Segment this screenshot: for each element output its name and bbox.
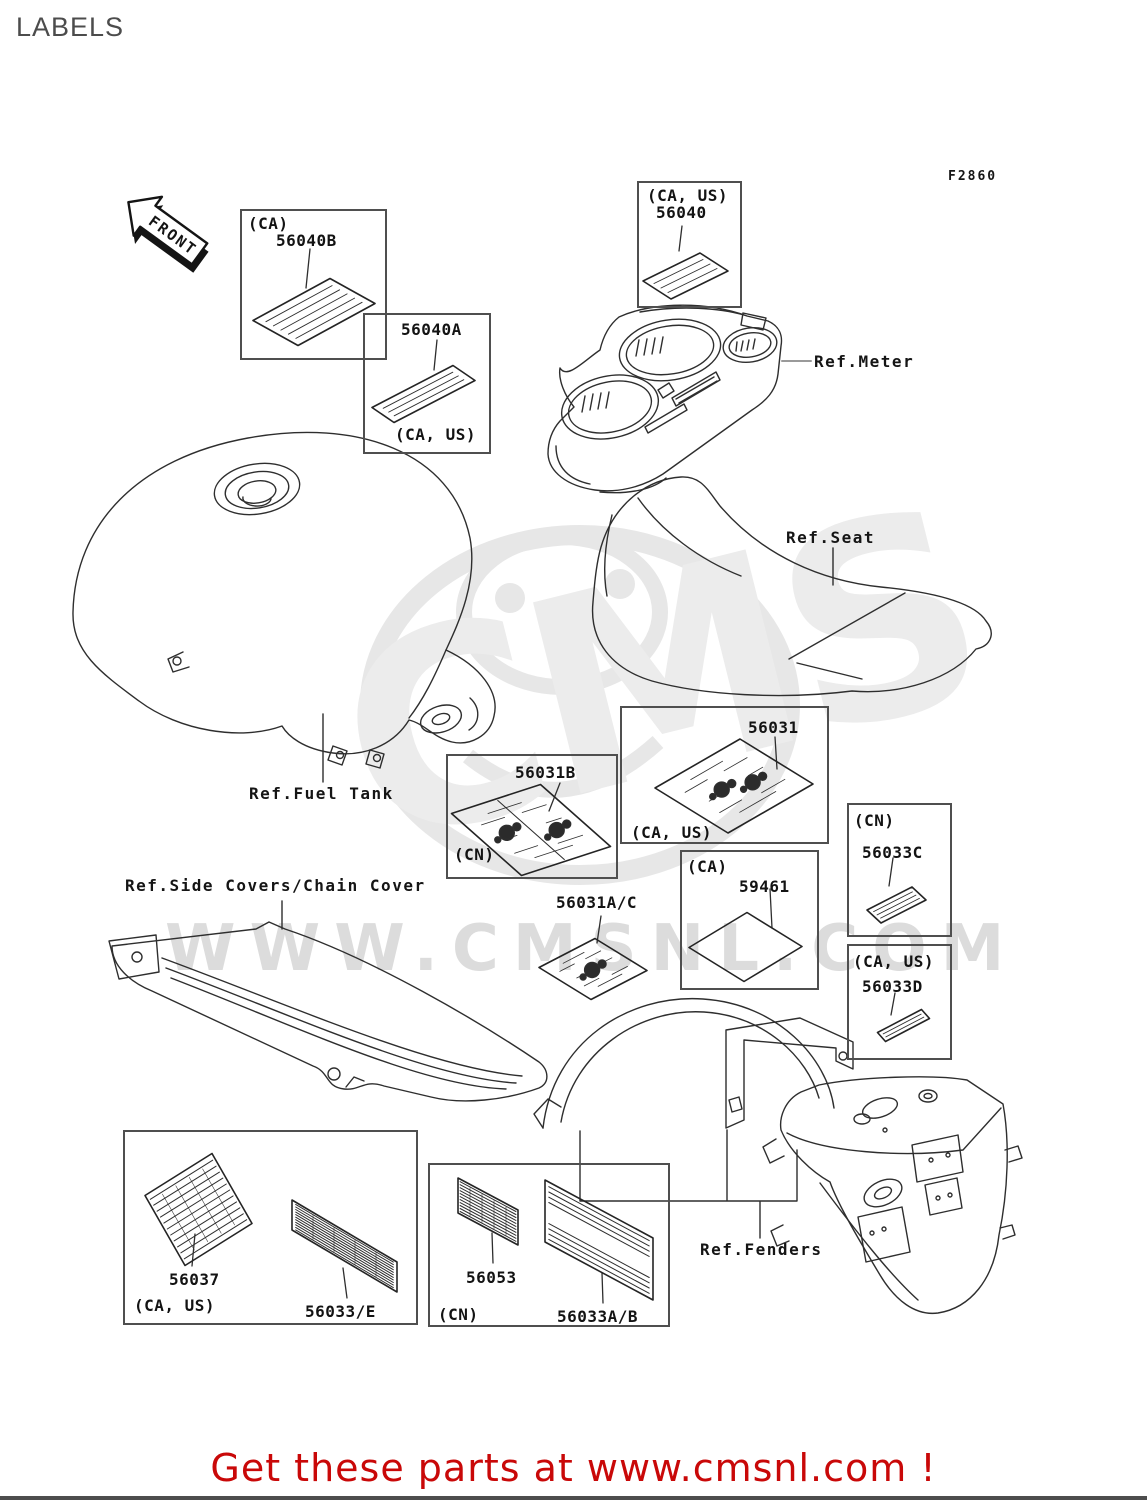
- part-region-56040B: (CA): [248, 214, 289, 233]
- part-region-56053: (CN): [438, 1305, 479, 1324]
- ref-label-fuel-tank: Ref.Fuel Tank: [249, 784, 394, 803]
- part-box-56031: 56031 (CA, US): [620, 706, 829, 844]
- rear-fender-drawing: [762, 1076, 1023, 1315]
- ref-leader-lines: [281, 360, 834, 1239]
- part-region-56040: (CA, US): [647, 186, 729, 205]
- label-glyph-56040: [642, 252, 729, 300]
- part-number-56031AC[interactable]: 56031A/C: [556, 893, 638, 912]
- label-glyph-56033D: [876, 1008, 931, 1043]
- label-glyph-59461: [688, 911, 803, 983]
- part-number-56040[interactable]: 56040: [656, 203, 707, 222]
- footer-cta[interactable]: Get these parts at www.cmsnl.com !: [210, 1446, 937, 1490]
- part-number-56033AB[interactable]: 56033A/B: [557, 1307, 639, 1326]
- part-region-56033C: (CN): [854, 811, 895, 830]
- part-number-56053[interactable]: 56053: [466, 1268, 517, 1287]
- part-number-56033D[interactable]: 56033D: [862, 977, 923, 996]
- label-glyph-56053: [457, 1177, 519, 1246]
- part-box-56040: (CA, US) 56040: [637, 181, 742, 308]
- label-glyph-56031AC: [538, 937, 648, 1001]
- part-region-56037: (CA, US): [134, 1296, 216, 1315]
- part-box-56040B: (CA) 56040B: [240, 209, 387, 360]
- part-region-56031B: (CN): [454, 845, 495, 864]
- leader-lines: [191, 225, 896, 1304]
- part-number-56031[interactable]: 56031: [748, 718, 799, 737]
- part-number-56040B[interactable]: 56040B: [276, 231, 337, 250]
- fuel-cap: [213, 462, 301, 516]
- part-number-56033C[interactable]: 56033C: [862, 843, 923, 862]
- label-glyph-56033AB: [544, 1179, 654, 1301]
- figure-code: F2860: [948, 169, 998, 184]
- page-title: LABELS: [16, 12, 125, 42]
- front-fender-drawing: [533, 997, 835, 1129]
- part-box-56033C: (CN) 56033C: [847, 803, 952, 937]
- part-box-56053-56033AB: 56053 (CN) 56033A/B: [428, 1163, 670, 1327]
- ref-label-fenders: Ref.Fenders: [700, 1240, 823, 1259]
- meter-drawing: [547, 304, 783, 494]
- label-glyph-56033C: [866, 886, 927, 924]
- part-box-56037-56033E: 56037 (CA, US) 56033/E: [123, 1130, 418, 1325]
- part-number-56033E[interactable]: 56033/E: [305, 1302, 376, 1321]
- label-glyph-56040B: [252, 277, 376, 347]
- part-region-56033D: (CA, US): [853, 952, 935, 971]
- part-number-56040A[interactable]: 56040A: [401, 320, 462, 339]
- fuel-tank-drawing: [72, 431, 496, 769]
- label-glyph-56031B: [450, 783, 612, 877]
- part-box-56040A: 56040A (CA, US): [363, 313, 491, 454]
- bottom-border: [0, 1496, 1147, 1500]
- part-number-56037[interactable]: 56037: [169, 1270, 220, 1289]
- label-glyph-56033E: [291, 1199, 398, 1293]
- label-glyph-56037: [144, 1152, 253, 1267]
- part-region-56040A: (CA, US): [395, 425, 477, 444]
- seat-drawing: [591, 476, 992, 697]
- part-number-59461[interactable]: 59461: [739, 877, 790, 896]
- part-box-56031B: 56031B (CN): [446, 754, 618, 879]
- part-region-56031: (CA, US): [631, 823, 713, 842]
- side-cover-drawing: [108, 921, 548, 1102]
- part-box-56033D: (CA, US) 56033D: [847, 944, 952, 1060]
- part-number-56031B[interactable]: 56031B: [515, 763, 576, 782]
- ref-label-seat: Ref.Seat: [786, 528, 876, 547]
- part-box-59461: (CA) 59461: [680, 850, 819, 990]
- fender-bracket-drawing: [725, 1017, 854, 1129]
- label-glyph-56040A: [371, 364, 476, 424]
- label-glyph-56031: [654, 738, 814, 834]
- ref-label-side-covers: Ref.Side Covers/Chain Cover: [125, 876, 426, 895]
- part-region-59461: (CA): [687, 857, 728, 876]
- front-arrow-icon: FRONT: [127, 195, 209, 273]
- ref-label-meter: Ref.Meter: [814, 352, 915, 371]
